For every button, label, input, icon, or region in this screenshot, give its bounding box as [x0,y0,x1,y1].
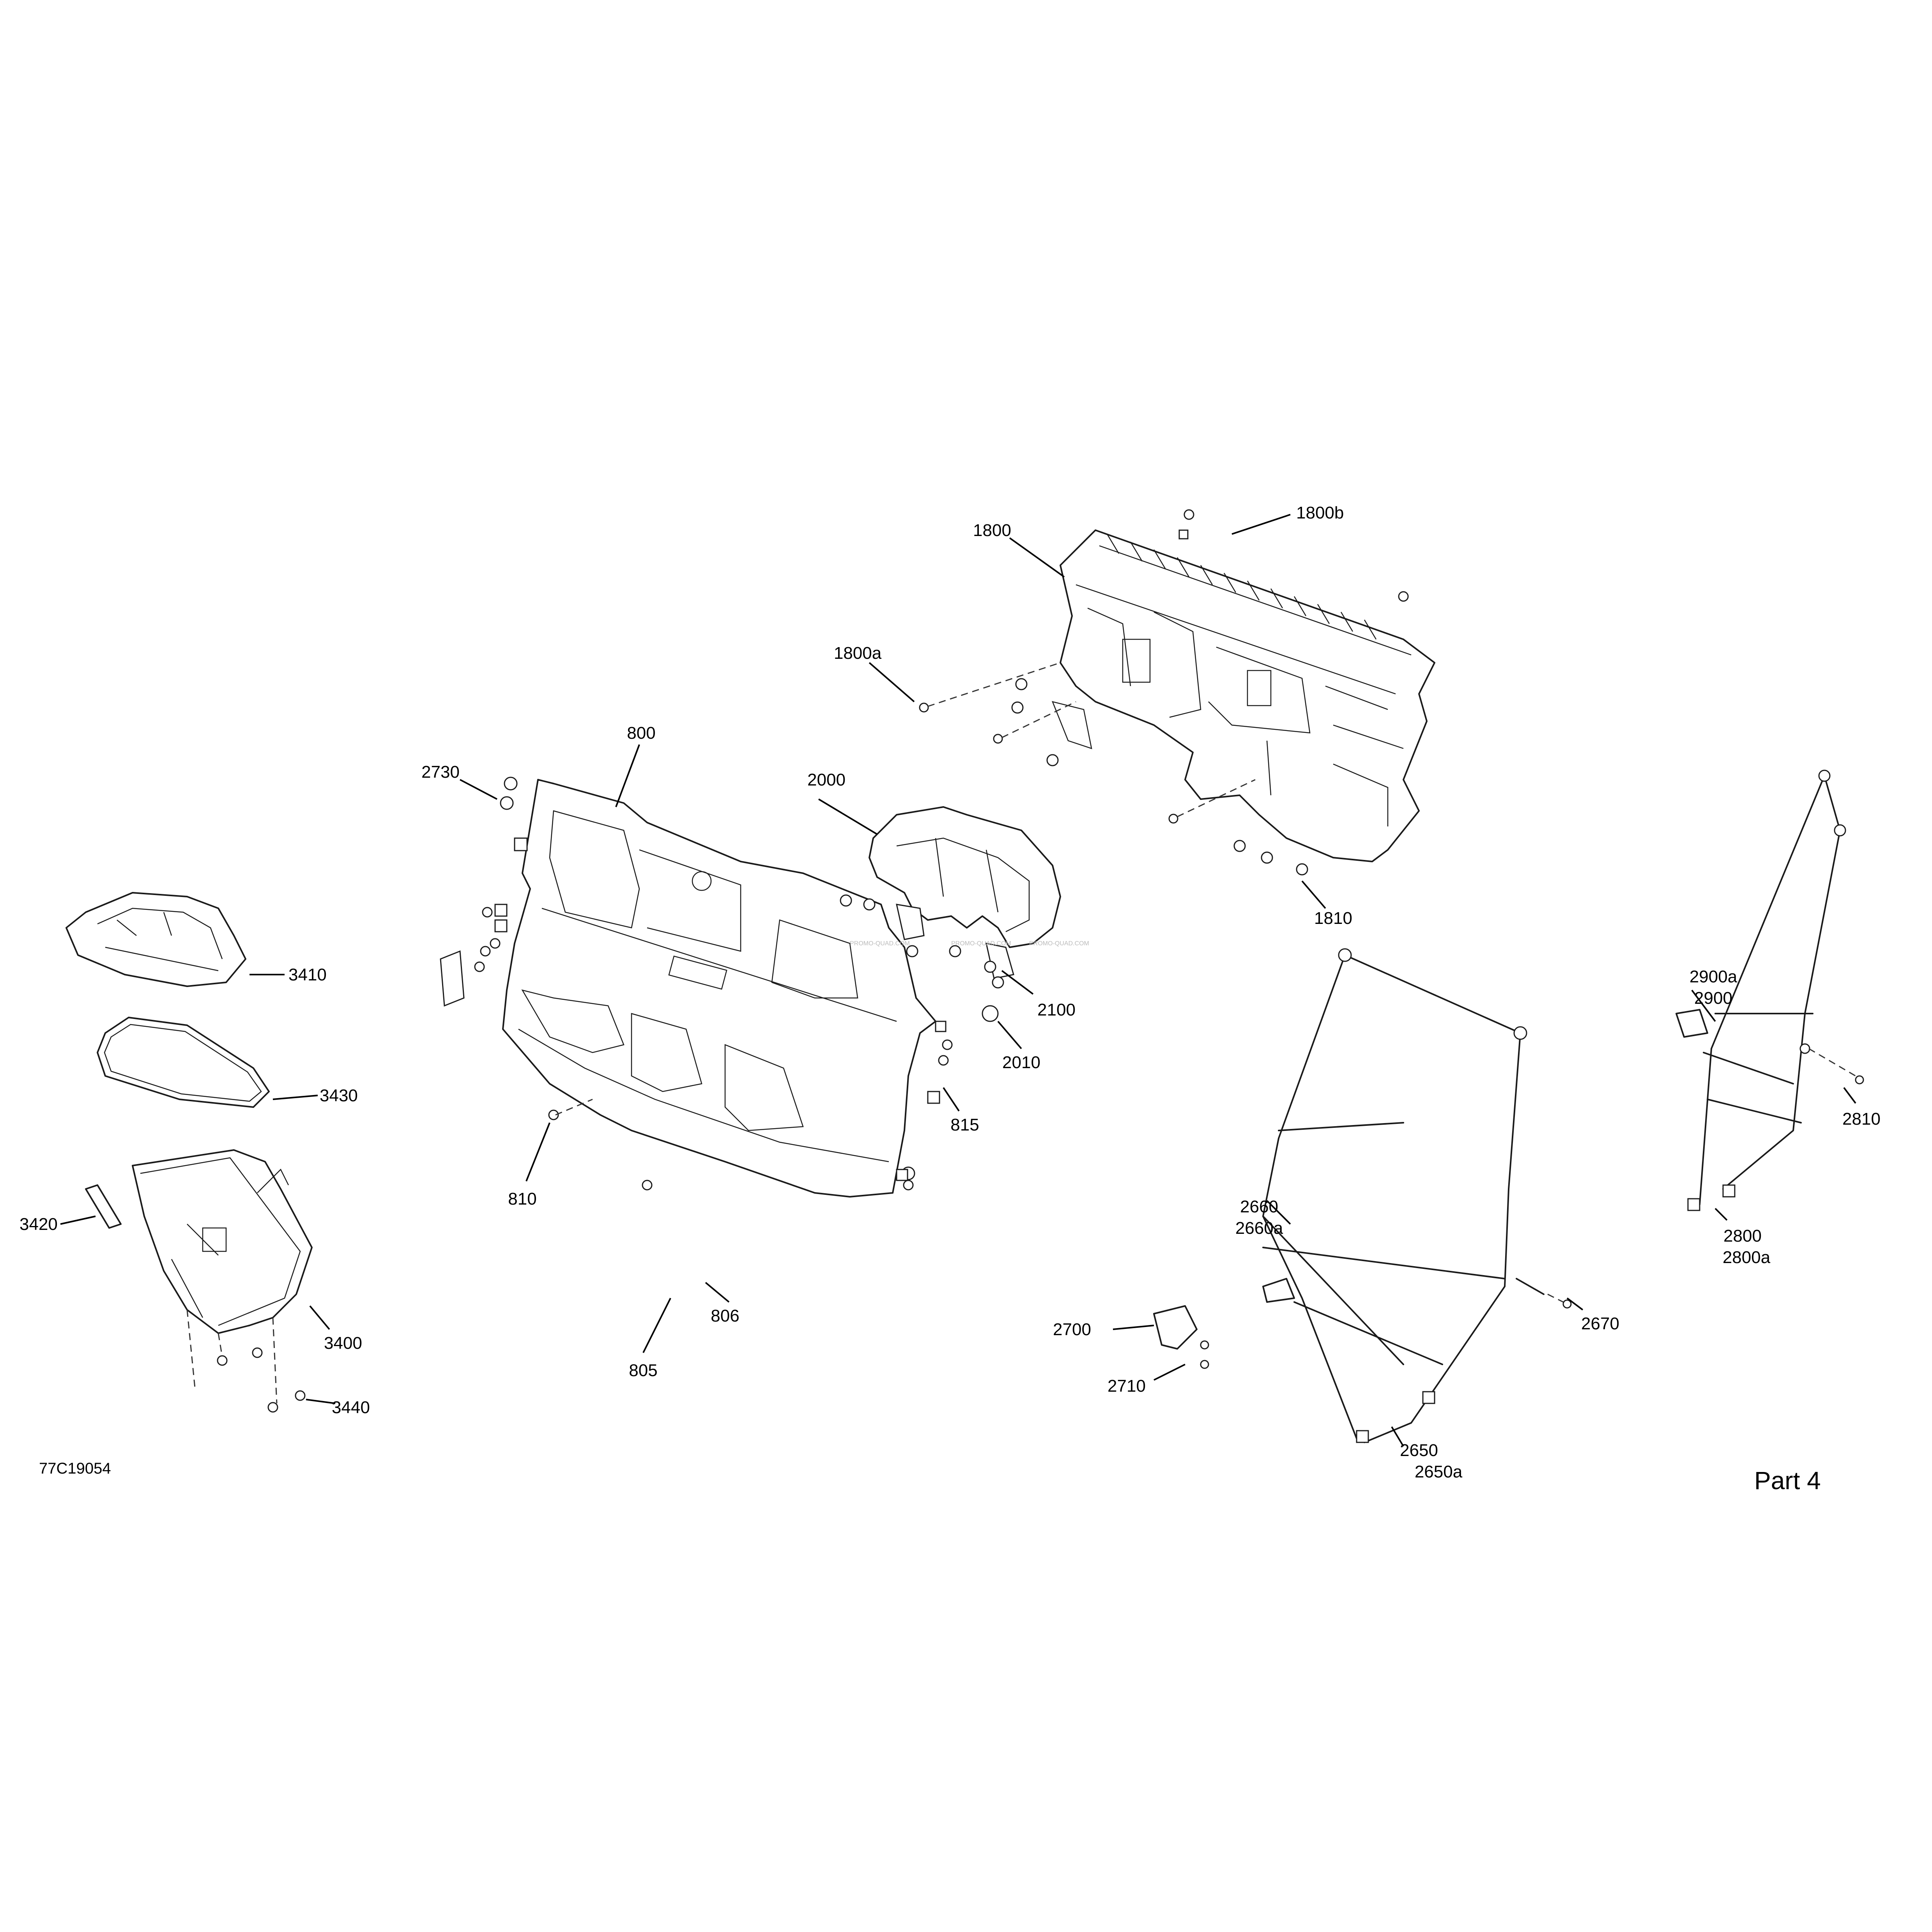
callout-2650a: 2650a [1415,1462,1463,1481]
watermark: PROMO-QUAD.COM [951,940,1011,947]
callout-1810: 1810 [1314,909,1352,928]
watermark: PROMO-QUAD.COM [1029,940,1089,947]
backrest-frame-2000 [869,806,1061,948]
callout-810: 810 [508,1189,536,1208]
callout-3440: 3440 [332,1398,370,1417]
callout-3430: 3430 [320,1086,358,1105]
latch-3420 [85,1184,122,1229]
callout-1800a: 1800a [834,644,882,663]
callout-2900a: 2900a [1690,967,1737,986]
hinge-group-2100 [840,894,1014,1022]
callout-2000: 2000 [807,770,846,789]
callout-2800: 2800 [1723,1226,1762,1246]
callout-2810: 2810 [1842,1109,1881,1129]
callout-2010: 2010 [1002,1053,1040,1072]
buckle-2700 [1153,1305,1209,1369]
callout-1800: 1800 [973,521,1011,540]
callout-3400: 3400 [324,1334,362,1353]
callout-2660: 2660 [1240,1197,1278,1216]
bin-gasket-3430 [97,1017,270,1108]
watermark: PROMO-QUAD.COM [850,940,910,947]
fastener-group-800 [440,777,953,1191]
cargo-net-2650 [1262,948,1572,1443]
callout-1800b: 1800b [1296,503,1344,522]
callout-3420: 3420 [19,1215,58,1234]
callout-2670: 2670 [1581,1314,1619,1333]
bin-lid-3410 [65,892,246,987]
callout-2710: 2710 [1108,1376,1146,1396]
callout-806: 806 [711,1306,739,1325]
callout-805: 805 [629,1361,657,1380]
part-label: Part 4 [1754,1467,1821,1495]
fastener-group-1800 [919,509,1409,876]
callout-3410: 3410 [288,965,327,984]
callout-800: 800 [627,724,655,743]
callout-2900: 2900 [1694,989,1732,1008]
storage-bin-3400 [132,1149,313,1413]
callout-2800a: 2800a [1723,1248,1771,1267]
callout-2700: 2700 [1053,1320,1091,1339]
callout-2650: 2650 [1400,1441,1438,1460]
rear-upper-panel-1800 [1051,529,1435,862]
cargo-net-2800 [1675,770,1864,1211]
leader-lines [60,514,1856,1447]
callout-2100: 2100 [1037,1000,1076,1019]
callout-2730: 2730 [421,763,460,782]
drawing-id: 77C19054 [39,1460,111,1477]
callout-815: 815 [950,1115,979,1134]
callout-2660a: 2660a [1235,1219,1283,1238]
seat-base-800 [502,779,936,1198]
